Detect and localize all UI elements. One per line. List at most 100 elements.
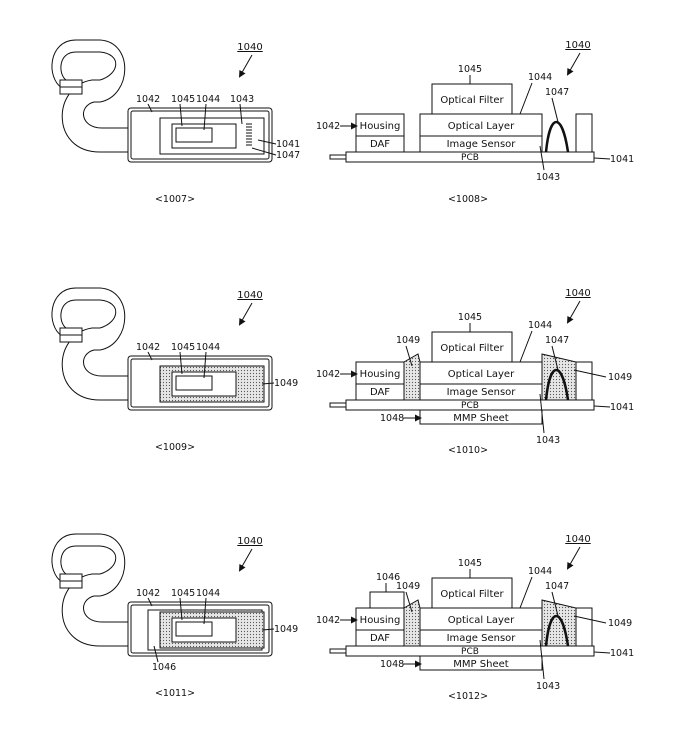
module-body-inner xyxy=(130,110,270,160)
leader-fill-left xyxy=(405,591,413,613)
label-mmp-ref: 1048 xyxy=(380,413,404,424)
fill-material-right xyxy=(541,353,577,401)
optical-layer-window xyxy=(175,375,213,391)
housing-text: Housing xyxy=(360,615,401,626)
label-pcb-ref: 1041 xyxy=(610,154,634,165)
leader-layer xyxy=(203,103,207,131)
leader-sensor xyxy=(539,639,545,680)
flex-cable-inner-edge xyxy=(83,349,128,377)
figure-ref-title: 1040 xyxy=(237,290,262,301)
optical-layer-text: Optical Layer xyxy=(448,121,515,132)
leader-fill-left xyxy=(405,345,413,367)
fill-material-right xyxy=(541,599,577,647)
housing-text: Housing xyxy=(360,369,401,380)
optical-filter-block xyxy=(431,83,513,115)
label-filter-ref: 1045 xyxy=(458,64,482,75)
leader-wire xyxy=(251,147,277,156)
leader-fill xyxy=(261,628,275,631)
optical-filter-block xyxy=(431,331,513,363)
label-housing-ref: 1042 xyxy=(316,121,340,132)
label-filter-ref: 1045 xyxy=(171,94,195,105)
figure-caption: <1008> xyxy=(448,194,488,205)
flex-cable-loop-outer xyxy=(60,299,117,329)
flex-cable-inner-edge xyxy=(83,101,128,129)
optical-layer-window xyxy=(175,621,213,637)
label-housing-ref: 1042 xyxy=(136,588,160,599)
bond-wire-arc xyxy=(544,368,570,401)
leader-pcb xyxy=(593,157,611,160)
optical-filter-block xyxy=(431,577,513,609)
leader-housing xyxy=(147,351,153,361)
housing-right-wall xyxy=(575,361,593,401)
figure-caption: <1010> xyxy=(448,445,488,456)
bond-wire-arc xyxy=(544,120,570,153)
leader-layer xyxy=(203,351,207,379)
label-wire-ref: 1047 xyxy=(545,581,569,592)
label-wire-ref: 1047 xyxy=(545,87,569,98)
label-layer-ref: 1044 xyxy=(528,72,552,83)
bond-wire-arc xyxy=(544,614,570,647)
leader-housing xyxy=(147,597,153,607)
housing-right-wall xyxy=(575,113,593,153)
flex-cable-loop-inner xyxy=(51,533,126,597)
flex-cable-outer-edge xyxy=(61,327,128,401)
figure-ref-title: 1040 xyxy=(565,534,590,545)
image-sensor-text: Image Sensor xyxy=(447,633,517,644)
label-wire-ref: 1047 xyxy=(276,150,300,161)
pcb-text: PCB xyxy=(461,647,479,657)
label-layer-ref: 1044 xyxy=(196,94,220,105)
daf-text: DAF xyxy=(370,633,390,644)
image-sensor-text: Image Sensor xyxy=(447,139,517,150)
label-filter-ref: 1045 xyxy=(171,588,195,599)
leader-filter xyxy=(179,103,183,127)
figure-ref-title: 1040 xyxy=(237,536,262,547)
figure-caption: <1011> xyxy=(155,688,195,699)
label-filter-ref: 1045 xyxy=(458,558,482,569)
pcb-lead xyxy=(329,402,347,408)
flex-cable-outer-edge xyxy=(61,573,128,647)
figure-ref-arrow xyxy=(239,54,253,78)
label-fill-ref: 1049 xyxy=(274,378,298,389)
optical-layer-window xyxy=(175,127,213,143)
label-housing-ref: 1042 xyxy=(136,342,160,353)
pcb-text: PCB xyxy=(461,153,479,163)
fill-material-left xyxy=(403,353,421,401)
pcb-lead xyxy=(329,648,347,654)
image-sensor-text: Image Sensor xyxy=(447,387,517,398)
mmp-sheet-text: MMP Sheet xyxy=(453,659,508,670)
label-tape-ref: 1046 xyxy=(152,662,176,673)
leader-filter xyxy=(179,597,183,621)
label-fill-ref: 1049 xyxy=(274,624,298,635)
label-pcb-ref: 1041 xyxy=(610,648,634,659)
flex-cable-inner-edge xyxy=(83,595,128,623)
label-mmp-ref: 1048 xyxy=(380,659,404,670)
figure-caption: <1007> xyxy=(155,194,195,205)
label-wire-ref: 1047 xyxy=(545,335,569,346)
label-tape-ref: 1046 xyxy=(376,572,400,583)
label-fill-right-ref: 1049 xyxy=(608,618,632,629)
leader-layer xyxy=(519,82,533,115)
label-layer-ref: 1044 xyxy=(196,342,220,353)
leader-pcb xyxy=(593,651,611,654)
figure-ref-arrow xyxy=(567,546,581,570)
label-housing-ref: 1042 xyxy=(136,94,160,105)
flex-cable-loop-outer xyxy=(60,51,117,81)
label-sensor-ref: 1043 xyxy=(536,172,560,183)
label-layer-ref: 1044 xyxy=(528,566,552,577)
leader-wire xyxy=(551,97,559,123)
flex-cable-loop-inner xyxy=(51,287,126,351)
leader-sensor xyxy=(239,103,243,125)
figure-caption: <1009> xyxy=(155,442,195,453)
leader-filter xyxy=(179,351,183,375)
leader-wire xyxy=(551,345,559,371)
optical-layer-text: Optical Layer xyxy=(448,615,515,626)
label-pcb-ref: 1041 xyxy=(610,402,634,413)
daf-text: DAF xyxy=(370,139,390,150)
flex-cable-loop-inner xyxy=(51,39,126,103)
figure-ref-arrow xyxy=(567,52,581,76)
